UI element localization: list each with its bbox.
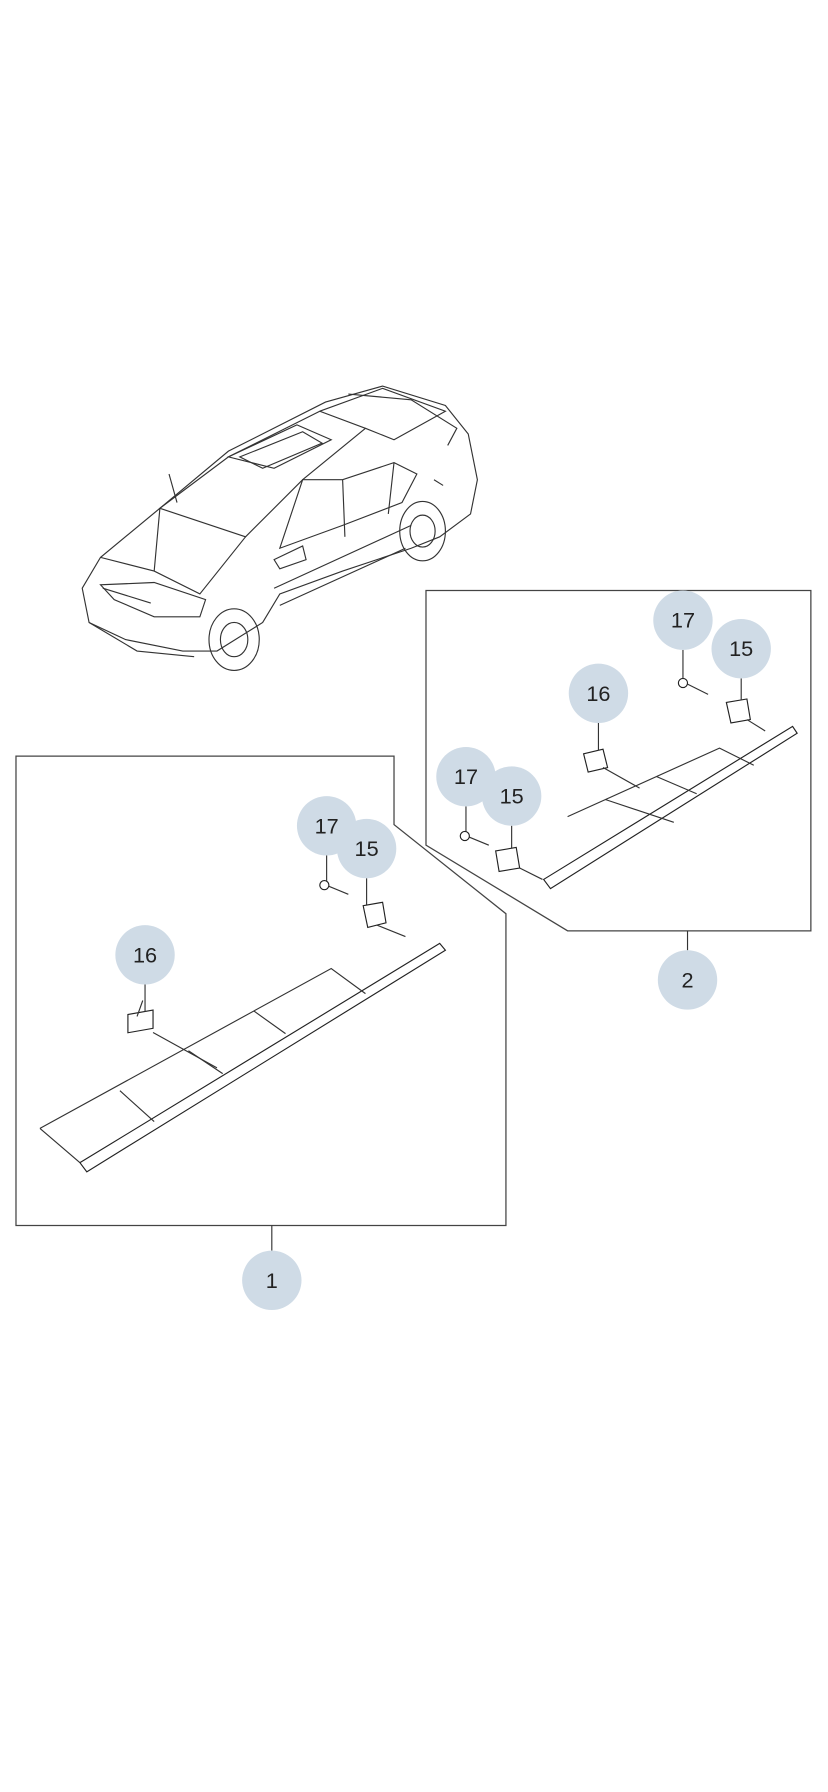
- callout-17[interactable]: 17: [653, 590, 713, 650]
- svg-text:1: 1: [266, 1268, 278, 1293]
- svg-text:15: 15: [355, 836, 379, 861]
- svg-text:2: 2: [681, 967, 693, 992]
- callout-15[interactable]: 15: [711, 619, 771, 679]
- svg-text:16: 16: [586, 681, 610, 706]
- svg-text:17: 17: [454, 764, 478, 789]
- svg-text:15: 15: [500, 784, 524, 809]
- svg-text:17: 17: [671, 608, 695, 633]
- svg-text:17: 17: [315, 813, 339, 838]
- callout-assembly-1[interactable]: 1: [242, 1250, 302, 1310]
- side-molding-2: [459, 677, 798, 890]
- callout-15[interactable]: 15: [336, 818, 397, 879]
- svg-text:15: 15: [729, 636, 753, 661]
- callout-17[interactable]: 17: [436, 746, 496, 807]
- leader-lines: [144, 649, 742, 1251]
- side-molding-1: [39, 880, 447, 1173]
- assembly-2-frame: [425, 589, 812, 932]
- svg-text:16: 16: [133, 942, 157, 967]
- callout-16[interactable]: 16: [115, 925, 175, 985]
- car-illustration: [81, 385, 478, 672]
- callout-16[interactable]: 16: [568, 663, 629, 723]
- callout-15[interactable]: 15: [481, 766, 542, 826]
- callout-assembly-2[interactable]: 2: [657, 950, 718, 1010]
- assembly-1-frame: [15, 755, 507, 1227]
